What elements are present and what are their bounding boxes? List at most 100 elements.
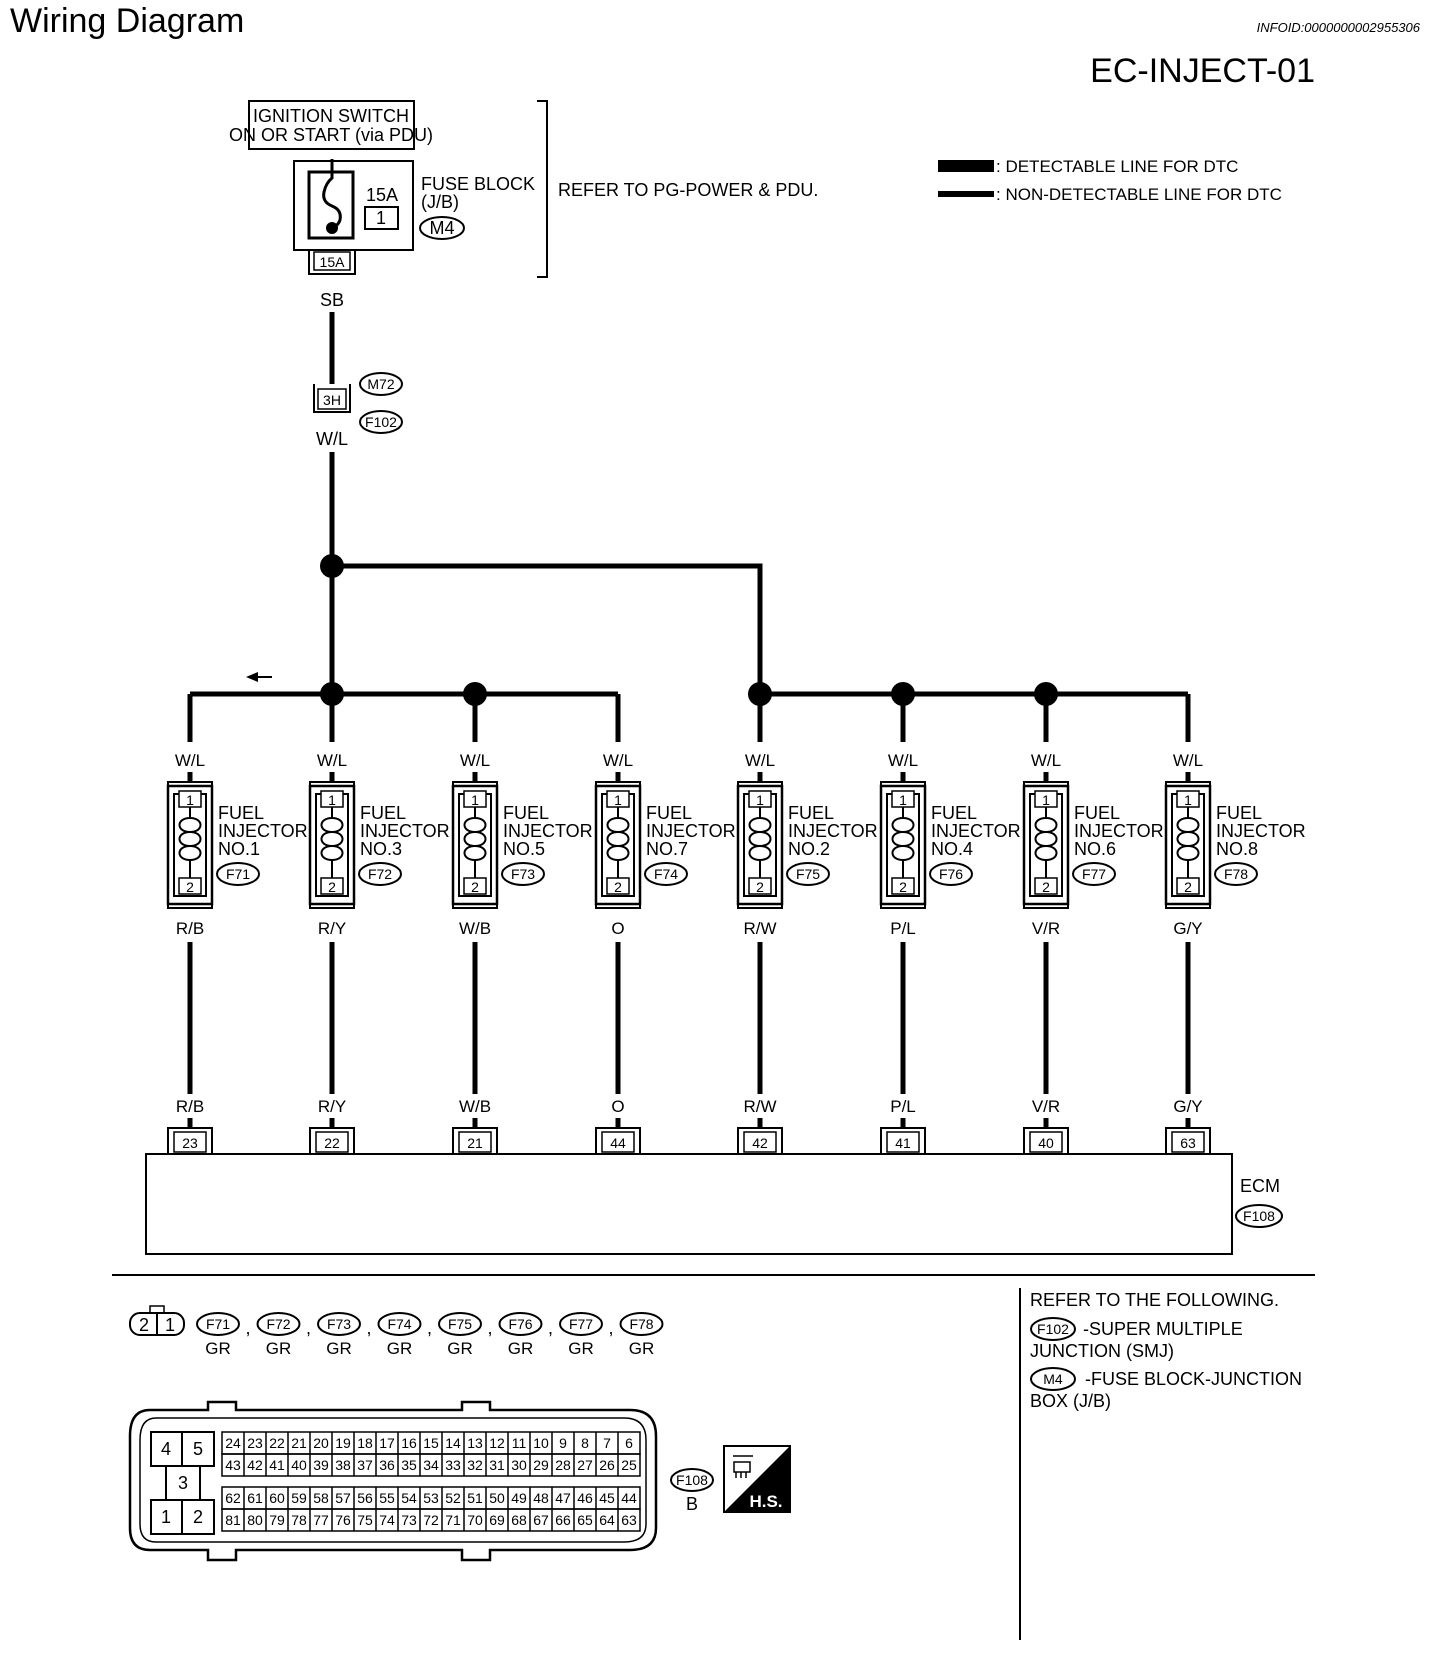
- coil-icon: [606, 807, 630, 878]
- fuse-number: 1: [376, 208, 386, 228]
- ignition-label-2: ON OR START (via PDU): [229, 125, 433, 145]
- injector-wire-out: R/B: [176, 919, 204, 938]
- ecm-pin-cell: 9: [559, 1435, 567, 1451]
- ecm-pin-cell: 78: [291, 1512, 307, 1528]
- ecm-pin-cell: 50: [489, 1490, 505, 1506]
- ecm-pin-cell: 39: [313, 1457, 329, 1473]
- fuse-block-connector: M4: [429, 218, 454, 238]
- harness-side-icon: [733, 1455, 753, 1478]
- connector-separator: ,: [487, 1318, 492, 1338]
- injector-name-1: FUEL: [1216, 803, 1262, 823]
- connector-color: GR: [447, 1339, 473, 1358]
- ecm-pin-cell: 6: [625, 1435, 633, 1451]
- connector-id: F74: [387, 1316, 411, 1332]
- ecm-pin-cell: 77: [313, 1512, 329, 1528]
- ecm-pin-cell: 62: [225, 1490, 241, 1506]
- injector-name-2: INJECTOR: [218, 821, 308, 841]
- injector-name-2: INJECTOR: [931, 821, 1021, 841]
- ecm-pin-cell: 80: [247, 1512, 263, 1528]
- ecm-connector: F108: [1243, 1208, 1275, 1224]
- ecm-pin-number: 42: [752, 1135, 768, 1151]
- ecm-pin-5: 5: [193, 1439, 203, 1459]
- refer-connector-f102: F102: [1037, 1321, 1069, 1337]
- ecm-pin-cell: 36: [379, 1457, 395, 1473]
- hs-label: H.S.: [749, 1492, 782, 1511]
- ecm-wire-color: O: [611, 1097, 624, 1116]
- ecm-pin-cell: 22: [269, 1435, 285, 1451]
- ecm-pin-cell: 8: [581, 1435, 589, 1451]
- ecm-pin-cell: 46: [577, 1490, 593, 1506]
- injector-pin-2: 2: [139, 1315, 149, 1335]
- injector-name-1: FUEL: [218, 803, 264, 823]
- refer-desc-m4-1: -FUSE BLOCK-JUNCTION: [1085, 1369, 1302, 1389]
- ecm-pin-cell: 64: [599, 1512, 615, 1528]
- ecm-wire-color: R/W: [743, 1097, 776, 1116]
- injector-pin-out: 2: [614, 879, 622, 895]
- ecm-pin-cell: 11: [512, 1435, 527, 1451]
- ecm-pin-cell: 51: [467, 1490, 483, 1506]
- ecm-pin-cell: 49: [511, 1490, 527, 1506]
- injector-pin-in: 1: [471, 792, 479, 808]
- ecm-wire-color: W/B: [459, 1097, 491, 1116]
- ecm-pin-cell: 66: [555, 1512, 571, 1528]
- injector-name-3: NO.4: [931, 839, 973, 859]
- connector-id: F71: [206, 1316, 230, 1332]
- legend-non-detectable: : NON-DETECTABLE LINE FOR DTC: [996, 185, 1282, 204]
- injector-name-3: NO.2: [788, 839, 830, 859]
- injector-wire-out: R/Y: [318, 919, 346, 938]
- connector-id: F73: [327, 1316, 351, 1332]
- injector-name-3: NO.6: [1074, 839, 1116, 859]
- ecm-pin-cell: 81: [225, 1512, 241, 1528]
- injector-wire-in: W/L: [175, 751, 205, 770]
- connector-id: F77: [569, 1316, 593, 1332]
- ecm-wire-color: R/Y: [318, 1097, 346, 1116]
- ecm-pin-cell: 42: [247, 1457, 263, 1473]
- connector-color: GR: [568, 1339, 594, 1358]
- connector-color: GR: [205, 1339, 231, 1358]
- injector-name-1: FUEL: [503, 803, 549, 823]
- hs-badge: H.S.: [723, 1445, 791, 1513]
- injector-pin-out: 2: [899, 879, 907, 895]
- ecm-pin-cell: 20: [313, 1435, 329, 1451]
- power-supply: IGNITION SWITCH ON OR START (via PDU) 15…: [229, 100, 818, 694]
- injector-name-2: INJECTOR: [1074, 821, 1164, 841]
- injector-pin-out: 2: [328, 879, 336, 895]
- injector-connector-id: F77: [1082, 866, 1106, 882]
- ecm-face-connector-color: B: [686, 1494, 698, 1514]
- ecm-pin-cell: 18: [357, 1435, 373, 1451]
- injector-pin-out: 2: [1184, 879, 1192, 895]
- injector-connector-id: F73: [511, 866, 535, 882]
- ignition-switch-box: [248, 100, 415, 150]
- injector-wire-out: G/Y: [1173, 919, 1202, 938]
- page-title: Wiring Diagram: [10, 2, 244, 40]
- wire-color-wl: W/L: [316, 429, 348, 449]
- injector-name-1: FUEL: [931, 803, 977, 823]
- injector-name-2: INJECTOR: [646, 821, 736, 841]
- connector-color: GR: [629, 1339, 655, 1358]
- injector-name-3: NO.5: [503, 839, 545, 859]
- ecm-pin-cell: 71: [445, 1512, 461, 1528]
- coil-icon: [748, 807, 772, 878]
- ecm-pin-2: 2: [193, 1507, 203, 1527]
- refer-desc-f102-2: JUNCTION (SMJ): [1030, 1341, 1174, 1361]
- ecm-wire-color: V/R: [1032, 1097, 1060, 1116]
- infoid: INFOID:0000000002955306: [1257, 20, 1421, 35]
- splice-node: [748, 682, 772, 706]
- coil-icon: [320, 807, 344, 878]
- coil-icon: [1176, 807, 1200, 878]
- ecm-pin-cell: 31: [489, 1457, 505, 1473]
- ecm-pin-cell: 56: [357, 1490, 373, 1506]
- injector-pin-in: 1: [186, 792, 194, 808]
- ecm-face-connector-id: F108: [676, 1472, 708, 1488]
- ecm-pin-cell: 53: [423, 1490, 439, 1506]
